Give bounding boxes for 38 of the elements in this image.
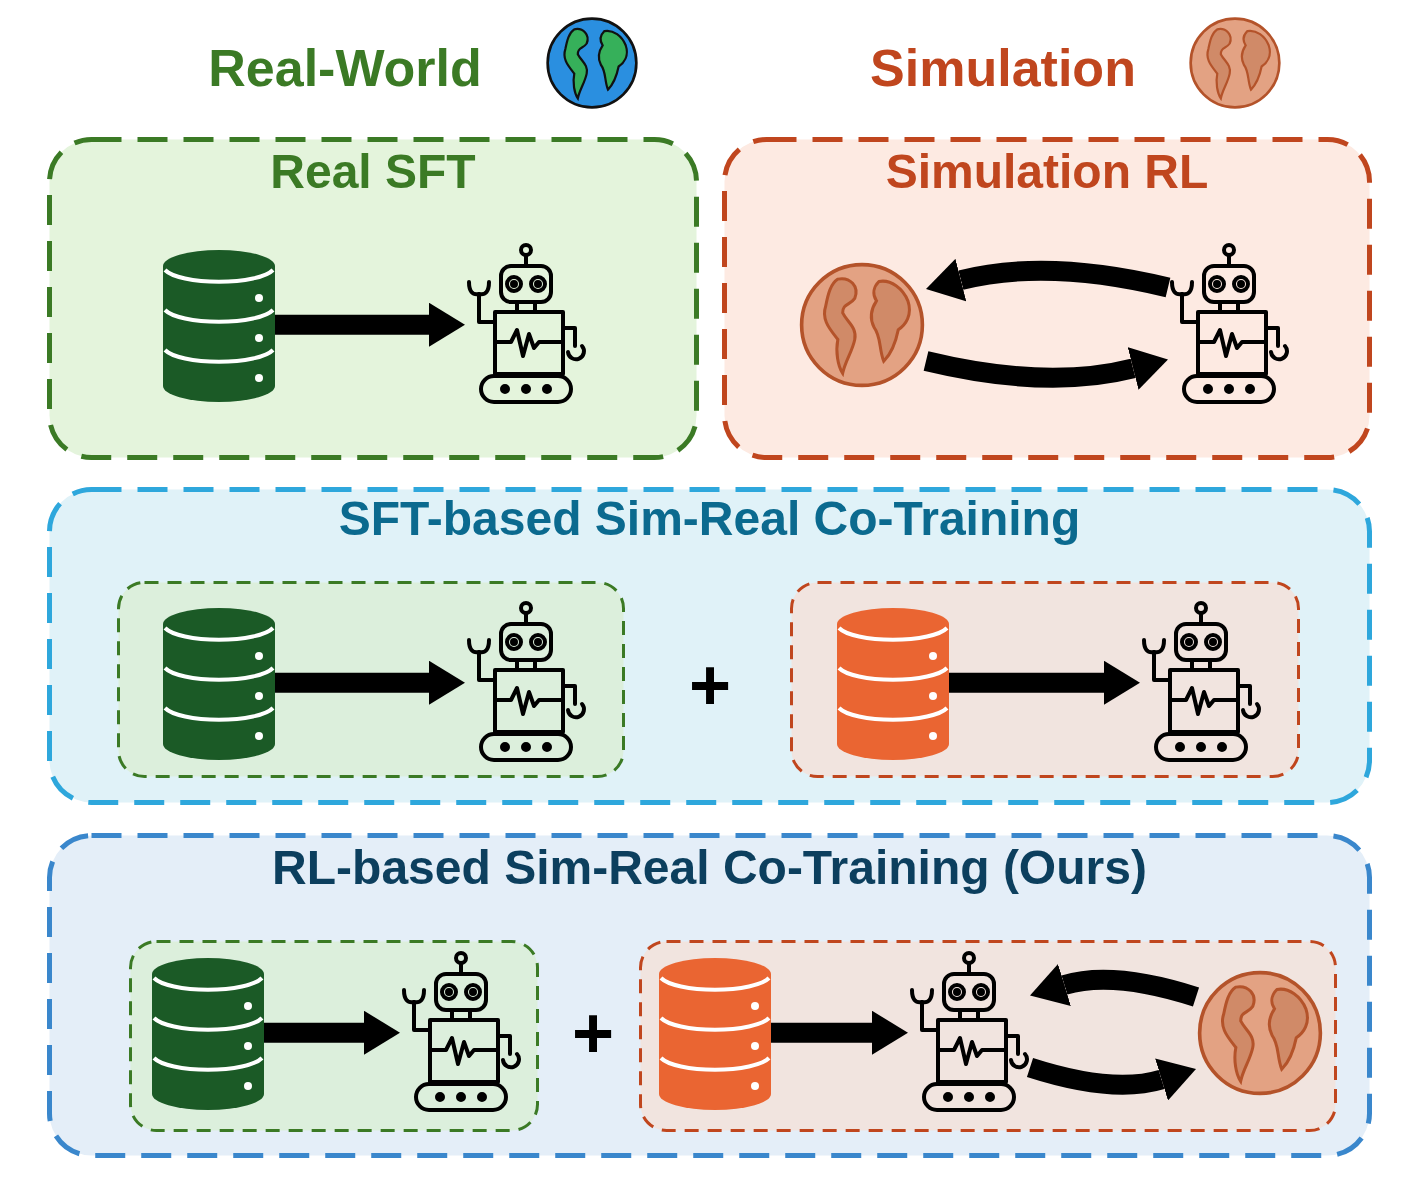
database-icon <box>152 958 264 1110</box>
inner-panel <box>129 940 539 1132</box>
inner-panel <box>639 940 1337 1132</box>
arrow <box>1027 1057 1197 1101</box>
arrow <box>275 660 465 705</box>
inner-panel <box>117 581 625 778</box>
plus-sign: + <box>689 649 731 721</box>
panel <box>47 487 1372 805</box>
robot-icon <box>1140 600 1262 763</box>
arrow <box>925 258 1171 302</box>
plus-sign: + <box>572 997 614 1069</box>
database-icon <box>163 608 275 760</box>
panel-title: SFT-based Sim-Real Co-Training <box>338 491 1081 547</box>
arrow <box>923 346 1169 390</box>
globe-icon <box>798 261 926 389</box>
arrow <box>949 660 1140 705</box>
globe-icon <box>1196 969 1324 1097</box>
database-icon <box>163 250 275 402</box>
panel-title: Real SFT <box>270 144 476 200</box>
robot-icon <box>908 950 1030 1113</box>
panel-title: RL-based Sim-Real Co-Training (Ours) <box>272 840 1147 896</box>
arrow <box>1029 963 1199 1007</box>
panel-title: Simulation RL <box>885 144 1209 200</box>
arrow <box>264 1010 400 1055</box>
column-heading: Simulation <box>870 42 1136 94</box>
inner-panel <box>790 581 1300 778</box>
database-icon <box>837 608 949 760</box>
database-icon <box>659 958 771 1110</box>
robot-icon <box>465 242 587 405</box>
panel <box>722 137 1372 460</box>
robot-icon <box>465 600 587 763</box>
robot-icon <box>400 950 522 1113</box>
arrow <box>275 302 465 347</box>
arrow <box>771 1010 908 1055</box>
robot-icon <box>1168 242 1290 405</box>
column-heading: Real-World <box>208 42 482 94</box>
panel <box>47 137 699 460</box>
panel <box>47 833 1372 1158</box>
